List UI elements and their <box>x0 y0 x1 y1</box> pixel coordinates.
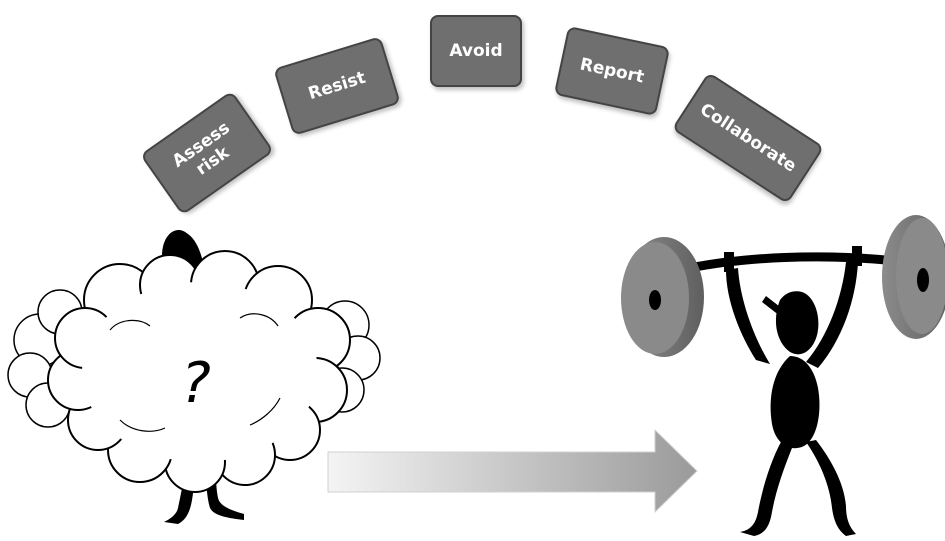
right-arrow-icon <box>327 428 698 514</box>
step-avoid: Avoid <box>430 15 522 87</box>
stick-figure-in-cloud-icon: ? <box>7 229 381 524</box>
weightlifter-icon <box>621 215 945 536</box>
question-mark: ? <box>181 351 211 416</box>
